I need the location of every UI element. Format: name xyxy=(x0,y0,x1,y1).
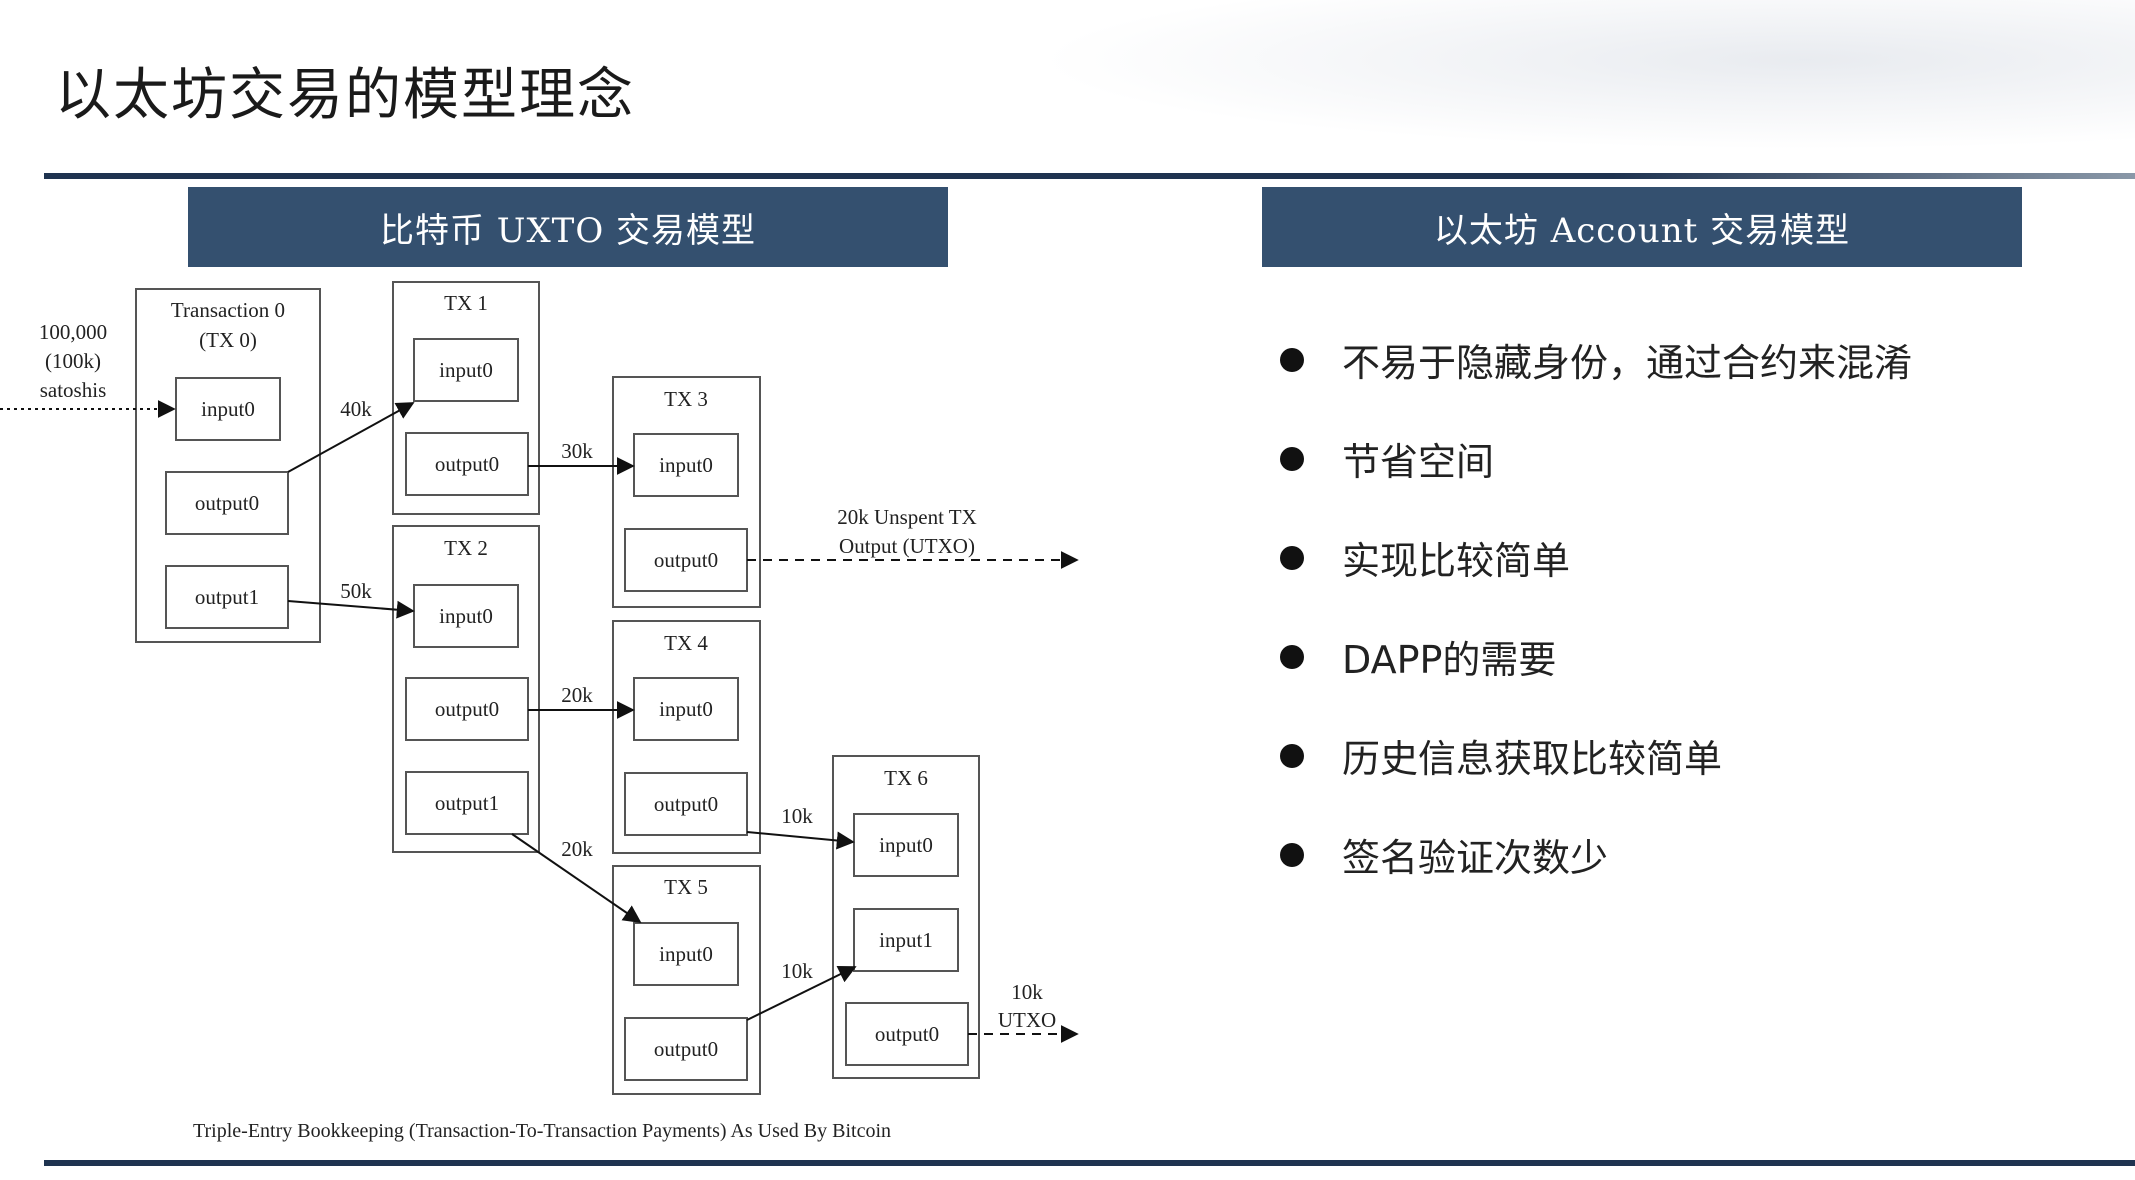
tx2-output1-label: output1 xyxy=(435,791,499,815)
bullet-item: 历史信息获取比较简单 xyxy=(1280,706,1912,805)
tx0-title-2: (TX 0) xyxy=(199,328,257,352)
top-divider xyxy=(44,173,2135,179)
tx6-box xyxy=(832,755,980,1079)
tx6-input1-label: input1 xyxy=(879,928,933,952)
bullet-text: 节省空间 xyxy=(1342,440,1495,484)
tx3-input0-label: input0 xyxy=(659,453,713,477)
tx5-title: TX 5 xyxy=(664,875,708,899)
tx4-output0-label: output0 xyxy=(654,792,718,816)
utxo-label-1b: Output (UTXO) xyxy=(839,534,975,558)
bullet-item: 签名验证次数少 xyxy=(1280,805,1912,904)
edge-label-30k: 30k xyxy=(561,439,593,463)
tx2-output0-label: output0 xyxy=(435,697,499,721)
ethereum-account-header: 以太坊 Account 交易模型 xyxy=(1262,187,2022,267)
bullet-item: 节省空间 xyxy=(1280,409,1912,508)
edge-label-40k: 40k xyxy=(340,397,372,421)
bullet-dot-icon xyxy=(1280,842,1304,867)
tx2-input0-label: input0 xyxy=(439,604,493,628)
tx4-title: TX 4 xyxy=(664,631,708,655)
tx5-input0 xyxy=(633,922,739,986)
edge-label-50k: 50k xyxy=(340,579,372,603)
tx5-box xyxy=(612,865,761,1095)
edge-tx0-tx1 xyxy=(287,402,415,473)
tx0-output0 xyxy=(165,471,289,535)
bitcoin-utxo-header: 比特币 UXTO 交易模型 xyxy=(188,187,948,267)
tx1-output0 xyxy=(405,432,529,496)
tx4-output0 xyxy=(624,772,748,836)
bullet-text: 不易于隐藏身份，通过合约来混淆 xyxy=(1342,341,1913,385)
tx0-input0-label: input0 xyxy=(201,397,255,421)
bullet-text: 历史信息获取比较简单 xyxy=(1342,737,1723,781)
source-label-2: (100k) xyxy=(45,349,101,373)
edge-label-20k-b: 20k xyxy=(561,837,593,861)
bullet-text: 实现比较简单 xyxy=(1342,539,1571,583)
tx5-output0-label: output0 xyxy=(654,1037,718,1061)
tx5-output0 xyxy=(624,1017,748,1081)
tx3-output0-label: output0 xyxy=(654,548,718,572)
diagram-caption: Triple-Entry Bookkeeping (Transaction-To… xyxy=(193,1120,891,1142)
bullet-text: 签名验证次数少 xyxy=(1342,836,1609,880)
edge-label-20k-a: 20k xyxy=(561,683,593,707)
bullet-text: DAPP的需要 xyxy=(1342,638,1557,682)
tx2-title: TX 2 xyxy=(444,536,488,560)
tx3-title: TX 3 xyxy=(664,387,708,411)
tx0-box xyxy=(135,288,321,643)
bullet-dot-icon xyxy=(1280,743,1304,768)
edge-tx5-tx6 xyxy=(746,966,857,1021)
bottom-divider xyxy=(44,1160,2135,1166)
bullet-item: DAPP的需要 xyxy=(1280,607,1912,706)
bullet-item: 不易于隐藏身份，通过合约来混淆 xyxy=(1280,310,1912,409)
tx6-input0-label: input0 xyxy=(879,833,933,857)
utxo-label-2b: UTXO xyxy=(998,1008,1056,1032)
account-model-bullets: 不易于隐藏身份，通过合约来混淆 节省空间 实现比较简单 DAPP的需要 历史信息… xyxy=(1280,310,1912,904)
utxo-label-2a: 10k xyxy=(1011,980,1043,1004)
tx0-output1-label: output1 xyxy=(195,585,259,609)
tx5-input0-label: input0 xyxy=(659,942,713,966)
edge-tx4-tx6 xyxy=(746,831,855,850)
tx1-box xyxy=(392,281,540,515)
bullet-dot-icon xyxy=(1280,347,1304,372)
tx1-input0 xyxy=(413,338,519,402)
tx0-input0 xyxy=(175,377,281,441)
bullet-dot-icon xyxy=(1280,644,1304,669)
page-title: 以太坊交易的模型理念 xyxy=(55,63,635,128)
utxo-label-1a: 20k Unspent TX xyxy=(837,505,977,529)
edge-tx0-tx2 xyxy=(287,600,415,619)
bullet-dot-icon xyxy=(1280,446,1304,471)
tx1-input0-label: input0 xyxy=(439,358,493,382)
tx0-output1 xyxy=(165,565,289,629)
tx3-box xyxy=(612,376,761,608)
tx4-box xyxy=(612,620,761,854)
source-label-1: 100,000 xyxy=(39,320,107,344)
tx6-input1 xyxy=(853,908,959,972)
edge-label-10k-b: 10k xyxy=(781,959,813,983)
source-label-3: satoshis xyxy=(40,378,107,402)
tx4-input0-label: input0 xyxy=(659,697,713,721)
tx6-title: TX 6 xyxy=(884,766,928,790)
edge-label-10k-a: 10k xyxy=(781,804,813,828)
bullet-item: 实现比较简单 xyxy=(1280,508,1912,607)
header-decoration xyxy=(1035,0,2135,150)
tx2-box xyxy=(392,525,540,853)
bullet-dot-icon xyxy=(1280,545,1304,570)
tx6-output0-label: output0 xyxy=(875,1022,939,1046)
tx2-output1 xyxy=(405,771,529,835)
tx1-output0-label: output0 xyxy=(435,452,499,476)
tx0-output0-label: output0 xyxy=(195,491,259,515)
tx1-title: TX 1 xyxy=(444,291,488,315)
tx0-title-1: Transaction 0 xyxy=(171,298,285,322)
utxo-diagram: 100,000 (100k) satoshis Transaction 0 (T… xyxy=(0,281,1079,1142)
edge-tx2-tx5 xyxy=(511,833,642,924)
